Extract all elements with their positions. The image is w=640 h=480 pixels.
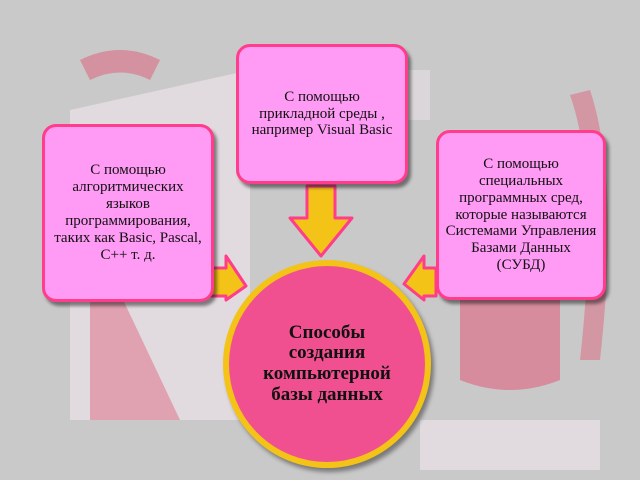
center-node-label: Способы создания компьютерной базы данны… — [263, 321, 391, 405]
node-application-environment-label: С помощью прикладной среды , например Vi… — [251, 88, 393, 139]
node-algorithmic-languages-label: С помощью алгоритмических языков програм… — [54, 162, 202, 263]
node-dbms: С помощью специальных программных сред, … — [436, 130, 606, 300]
node-algorithmic-languages: С помощью алгоритмических языков програм… — [42, 124, 214, 302]
node-application-environment: С помощью прикладной среды , например Vi… — [236, 44, 408, 184]
center-node: Способы создания компьютерной базы данны… — [223, 260, 431, 468]
node-dbms-label: С помощью специальных программных сред, … — [445, 155, 597, 274]
